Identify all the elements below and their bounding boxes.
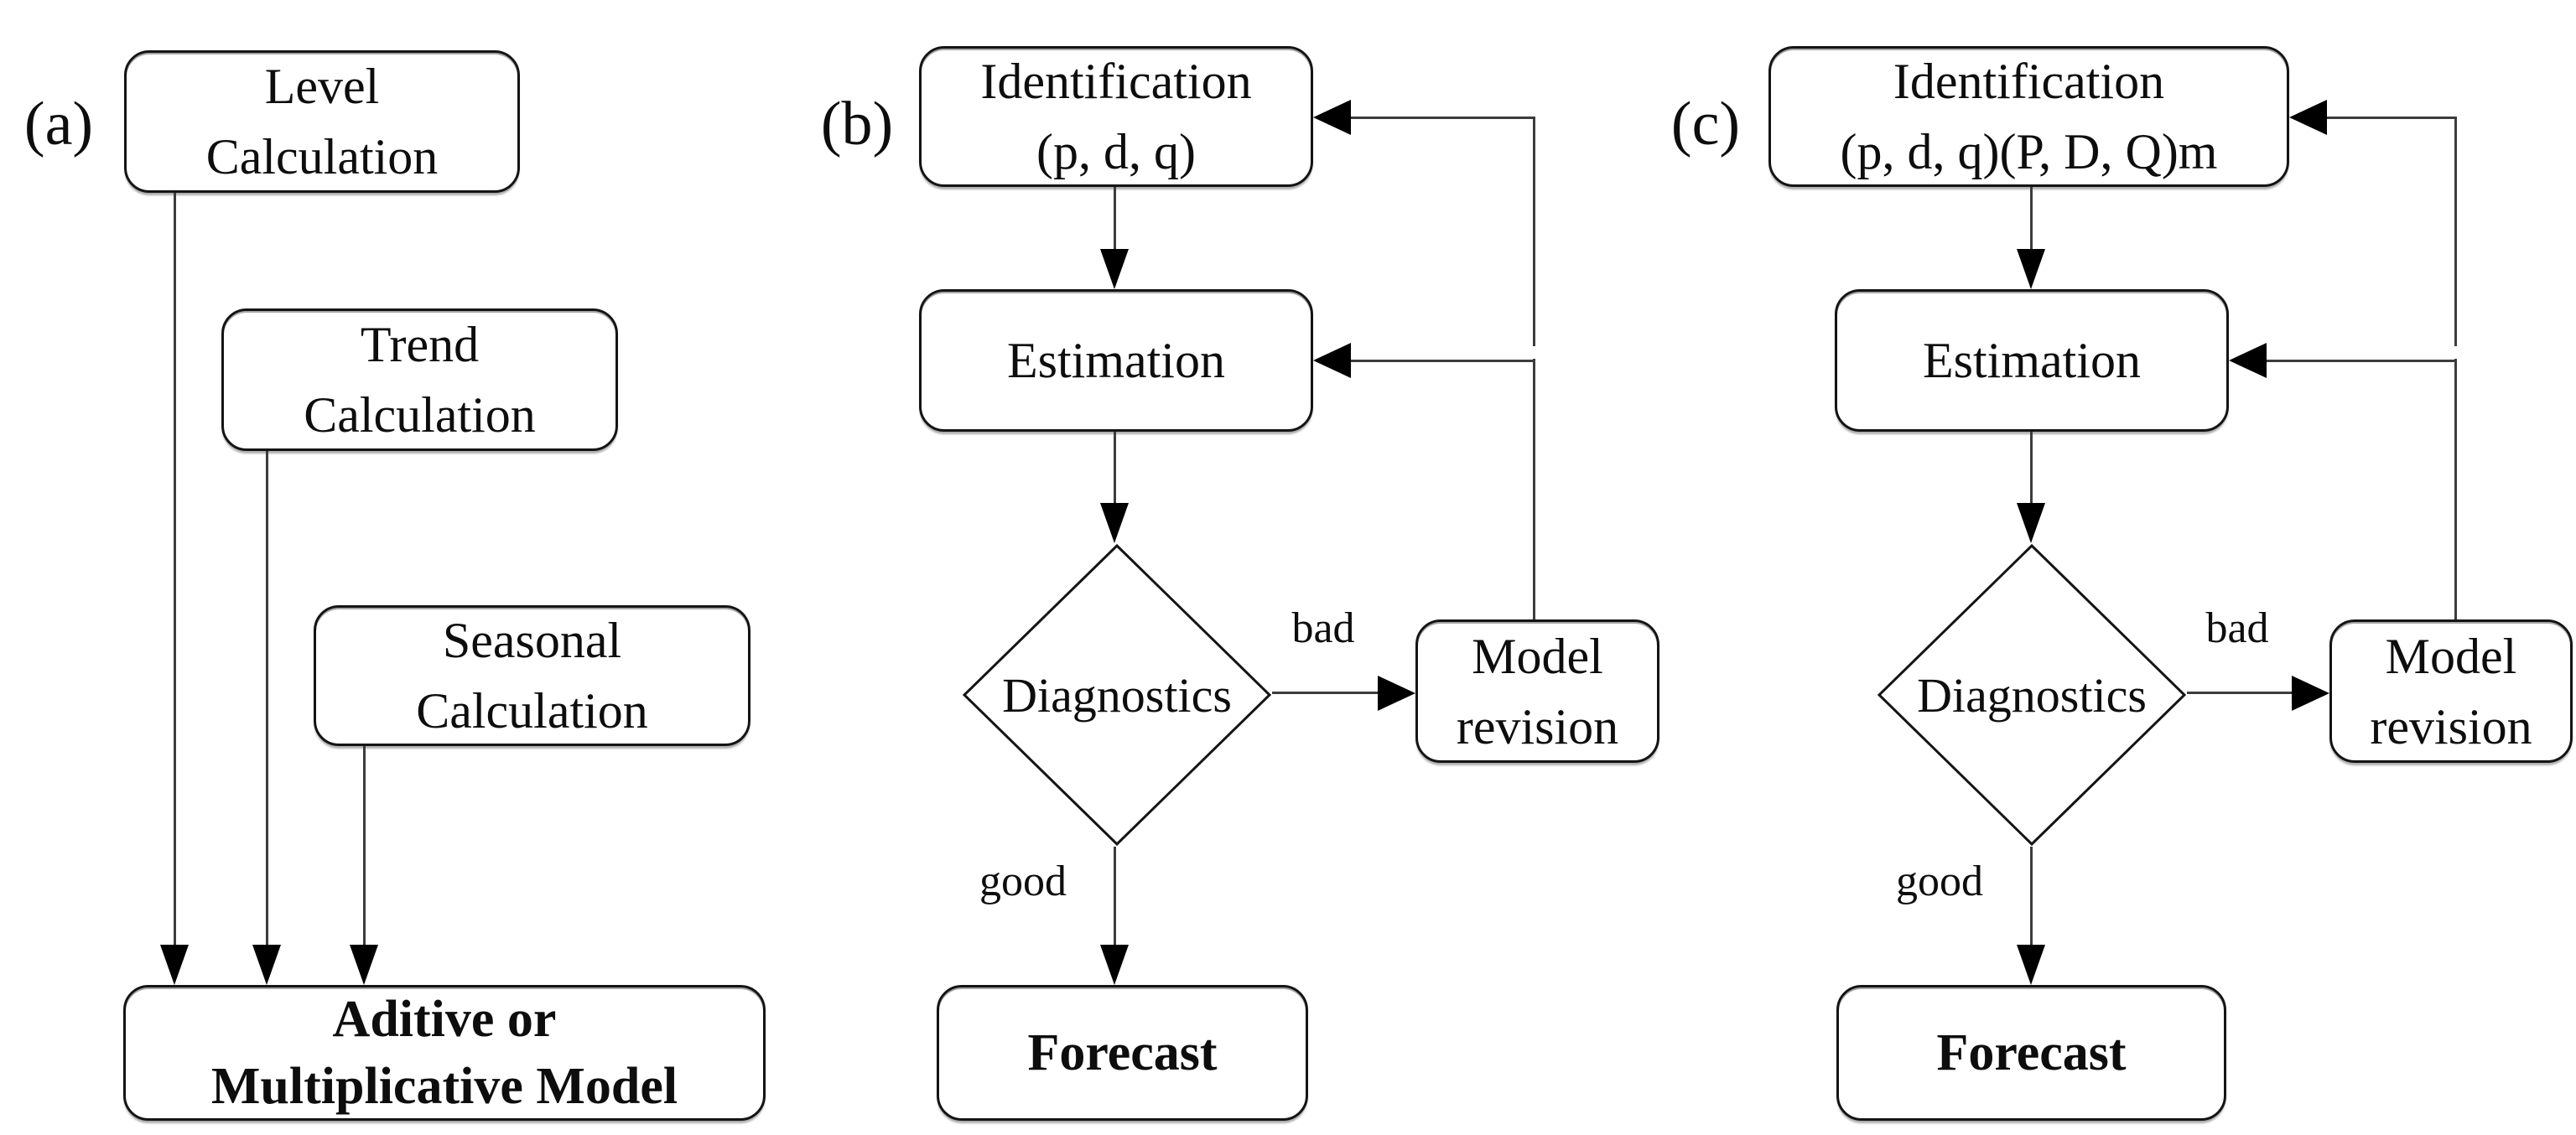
revision-to-identification-arrowhead-icon-b (1313, 100, 1351, 135)
diagnostics-to-revision-arrowhead-icon-b (1378, 676, 1415, 711)
diagnostics-to-forecast-arrowhead-icon-b (1100, 945, 1129, 985)
model-revision-box-c: Model revision (2329, 619, 2573, 763)
revision-to-identification-line-b (1351, 117, 1535, 119)
diagnostics-to-revision-arrowhead-icon-c (2292, 676, 2329, 711)
bad-label-b: bad (1291, 604, 1355, 652)
diagnostics-diamond-c: Diagnostics (1877, 543, 2187, 847)
good-label-c: good (1896, 858, 1983, 905)
revision-to-estimation-line-b (1351, 360, 1535, 362)
identification-to-estimation-line-b (1114, 187, 1116, 252)
trend-to-model-line (266, 451, 268, 947)
bad-label-c: bad (2205, 604, 2269, 652)
identification-to-estimation-arrowhead-icon-c (2017, 249, 2045, 289)
identification-box-c: Identification (p, d, q)(P, D, Q)m (1768, 46, 2289, 187)
seasonal-to-model-line (363, 746, 366, 947)
estimation-to-diagnostics-line-c (2030, 432, 2033, 505)
diagnostics-label-c: Diagnostics (1917, 667, 2147, 723)
trend-calculation-box: Trend Calculation (221, 308, 618, 451)
identification-box-b: Identification (p, d, q) (919, 46, 1313, 187)
revision-feedback-vertical-upper-c (2454, 117, 2457, 346)
revision-feedback-vertical-lower-b (1533, 359, 1535, 619)
good-label-b: good (979, 858, 1067, 905)
model-revision-box-b: Model revision (1415, 619, 1659, 763)
revision-to-estimation-line-c (2267, 360, 2457, 362)
panel-a-label: (a) (23, 90, 94, 158)
estimation-box-b: Estimation (919, 289, 1313, 432)
revision-to-estimation-arrowhead-icon-b (1313, 343, 1351, 378)
identification-to-estimation-line-c (2030, 187, 2033, 252)
estimation-box-c: Estimation (1835, 289, 2229, 432)
revision-to-identification-arrowhead-icon-c (2289, 100, 2327, 135)
estimation-to-diagnostics-arrowhead-icon-b (1100, 503, 1129, 543)
forecast-box-c: Forecast (1836, 985, 2226, 1121)
additive-multiplicative-model-box: Aditive or Multiplicative Model (123, 985, 766, 1121)
diagnostics-to-revision-line-c (2187, 692, 2293, 694)
seasonal-calculation-box: Seasonal Calculation (314, 605, 750, 746)
estimation-to-diagnostics-arrowhead-icon-c (2017, 503, 2045, 543)
revision-to-identification-line-c (2327, 117, 2457, 119)
revision-to-estimation-arrowhead-icon-c (2229, 343, 2267, 378)
forecast-box-b: Forecast (937, 985, 1308, 1121)
diagnostics-diamond-b: Diagnostics (962, 543, 1272, 847)
diagnostics-to-revision-line-b (1272, 692, 1379, 694)
diagnostics-to-forecast-line-c (2030, 847, 2033, 947)
trend-to-model-arrowhead-icon (252, 945, 281, 985)
identification-to-estimation-arrowhead-icon-b (1100, 249, 1129, 289)
panel-b-label: (b) (820, 90, 894, 158)
revision-feedback-vertical-lower-c (2454, 359, 2457, 619)
revision-feedback-vertical-upper-b (1533, 117, 1535, 346)
diagnostics-to-forecast-arrowhead-icon-c (2017, 945, 2045, 985)
diagnostics-to-forecast-line-b (1114, 847, 1116, 947)
level-calculation-box: Level Calculation (124, 50, 520, 193)
panel-c-label: (c) (1670, 90, 1741, 158)
estimation-to-diagnostics-line-b (1114, 432, 1116, 505)
diagnostics-label-b: Diagnostics (1002, 667, 1232, 723)
level-to-model-line (174, 193, 176, 947)
level-to-model-arrowhead-icon (160, 945, 189, 985)
seasonal-to-model-arrowhead-icon (350, 945, 378, 985)
